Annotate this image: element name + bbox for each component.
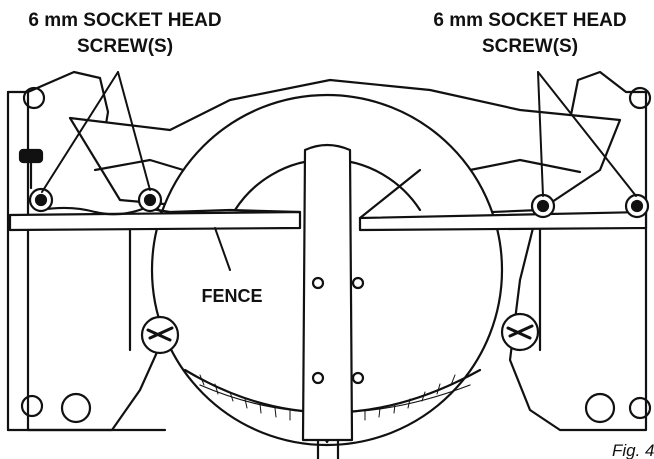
bevel-lock-knob-icon: [140, 315, 180, 355]
leader-line-right-2: [537, 71, 637, 197]
left-bottom-mount-hole: [20, 394, 44, 418]
socket-head-screw-icon: [624, 193, 650, 219]
left-bottom-mount-hole-outer: [60, 392, 92, 424]
right-top-mount-hole: [628, 86, 652, 110]
lock-knob-icon: [18, 148, 44, 190]
socket-head-screw-icon: [137, 187, 163, 213]
socket-head-screw-icon: [28, 187, 54, 213]
housing-rib-right: [468, 158, 582, 174]
left-callout-label-line2: SCREW(S): [77, 36, 173, 57]
right-callout-label-line1: 6 mm SOCKET HEAD: [433, 10, 626, 31]
kerf-plate: [301, 143, 354, 442]
socket-head-screw-icon: [530, 193, 556, 219]
plate-screw-icon: [311, 276, 325, 290]
leader-line-right-1: [537, 71, 544, 197]
figure-label: Fig. 4: [612, 441, 654, 459]
fence-right-slope: [358, 168, 422, 220]
right-callout-label-line2: SCREW(S): [482, 36, 578, 57]
right-bottom-mount-hole: [584, 392, 616, 424]
leader-line-left-1: [41, 71, 119, 193]
leader-line-left-2: [117, 71, 151, 191]
leader-line-fence: [214, 227, 231, 271]
bevel-lock-knob-icon: [500, 312, 540, 352]
fence-label: FENCE: [201, 286, 262, 306]
right-bottom-mount-hole-outer: [628, 396, 652, 420]
plate-screw-icon: [351, 276, 365, 290]
left-callout-label-line1: 6 mm SOCKET HEAD: [28, 10, 221, 31]
plate-screw-icon: [311, 371, 325, 385]
fence-left: [8, 210, 302, 232]
left-top-mount-hole: [22, 86, 46, 110]
plate-screw-icon: [351, 371, 365, 385]
